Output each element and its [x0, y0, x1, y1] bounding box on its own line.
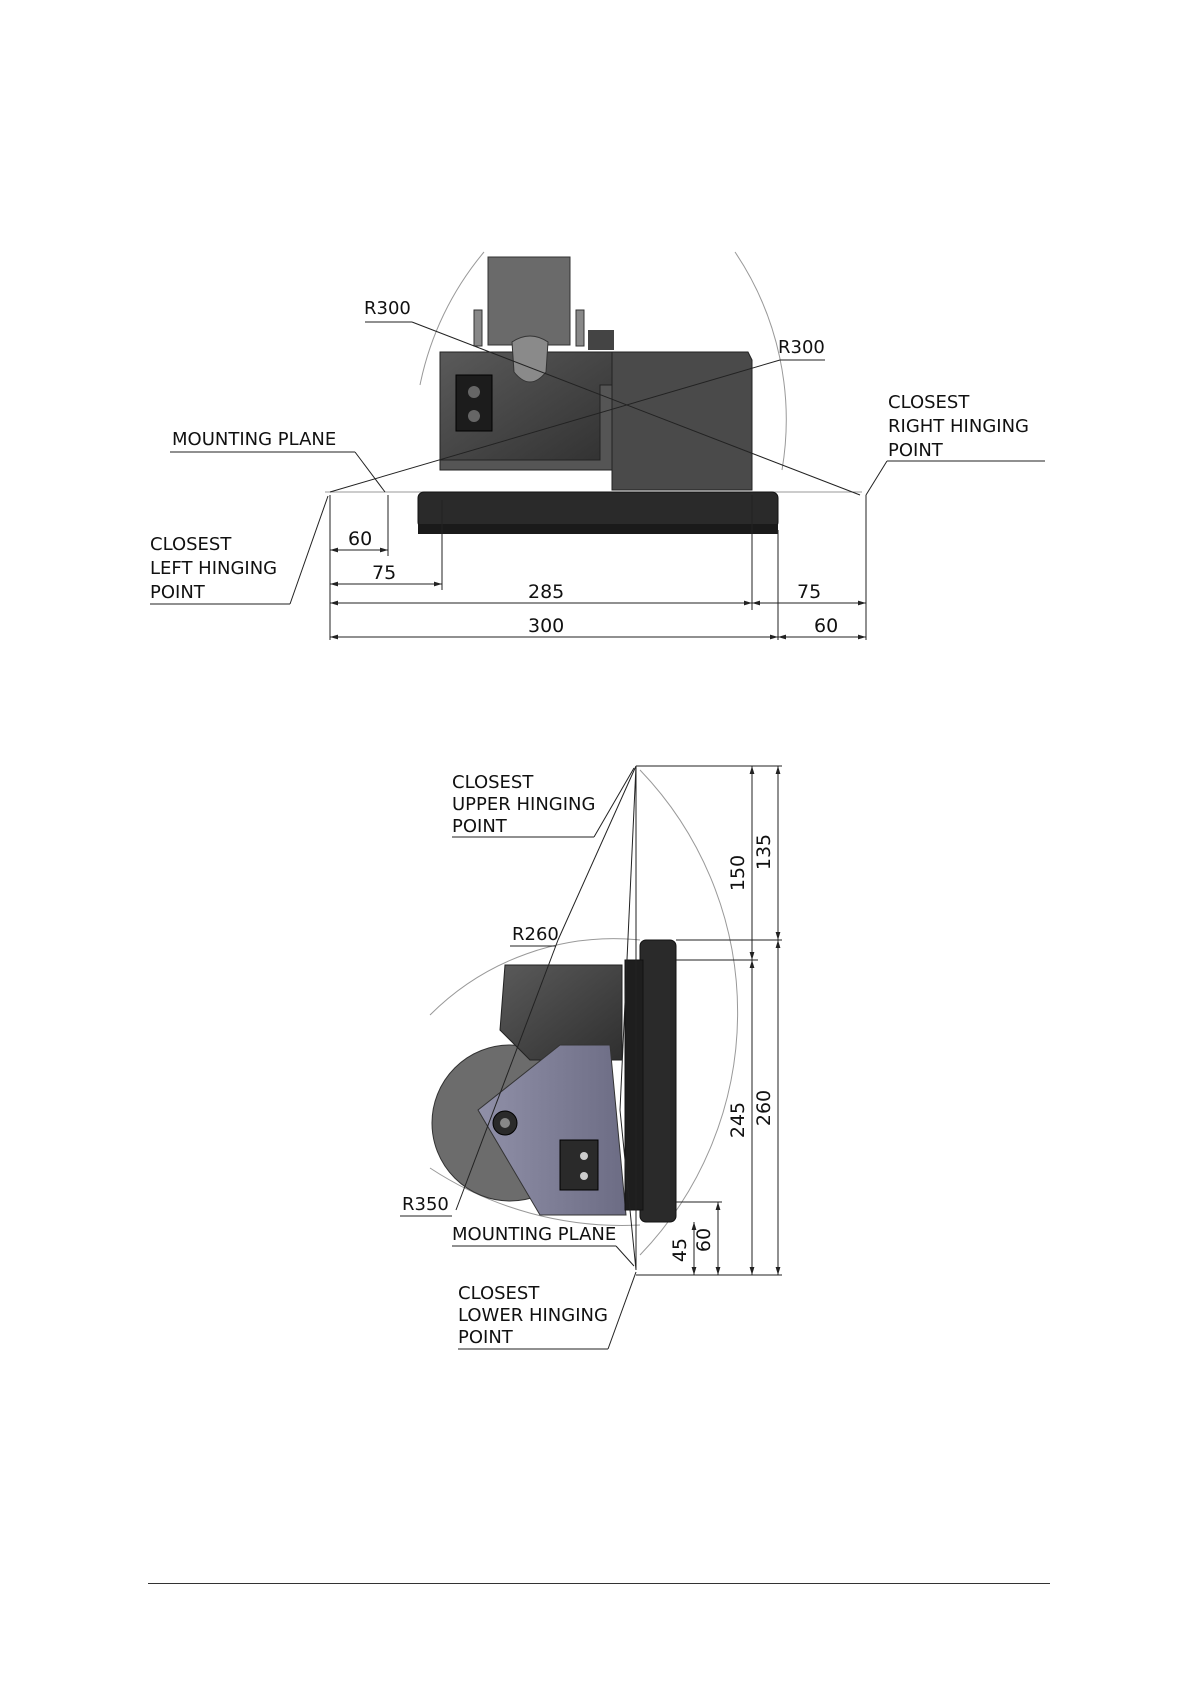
dim-285: 285: [528, 581, 564, 603]
dim-300: 300: [528, 615, 564, 637]
mounting-plane-label-side: MOUNTING PLANE: [452, 1224, 616, 1245]
lower-hinge-label-2: LOWER HINGING: [458, 1305, 608, 1326]
dim-260: 260: [753, 1090, 775, 1126]
upper-hinge-label-2: UPPER HINGING: [452, 794, 595, 815]
dim-75-right: 75: [797, 581, 821, 603]
dim-60-right: 60: [814, 615, 838, 637]
dim-60-left: 60: [348, 528, 372, 550]
dim-45: 45: [669, 1238, 691, 1262]
side-view: R260 R350 CLOSEST UPPER HINGING POINT MO…: [400, 766, 782, 1349]
left-hinge-label-3: POINT: [150, 582, 206, 603]
upper-hinge-label-3: POINT: [452, 816, 508, 837]
r300-right-label: R300: [778, 337, 825, 358]
dim-150: 150: [727, 855, 749, 891]
right-hinge-label-1: CLOSEST: [888, 392, 970, 413]
left-hinge-label-1: CLOSEST: [150, 534, 232, 555]
printer-side-body: [432, 940, 676, 1222]
dim-60-side: 60: [693, 1228, 715, 1252]
top-view: R300 R300 MOUNTING PLANE CLOSEST RIGHT H…: [150, 252, 1045, 640]
right-hinge-label-3: POINT: [888, 440, 944, 461]
right-hinge-label-2: RIGHT HINGING: [888, 416, 1029, 437]
dim-75-left: 75: [372, 562, 396, 584]
dim-135: 135: [753, 834, 775, 870]
mounting-plane-label-top: MOUNTING PLANE: [172, 429, 336, 450]
dim-245: 245: [727, 1102, 749, 1138]
footer-rule: [148, 1583, 1050, 1584]
r300-left-label: R300: [364, 298, 411, 319]
lower-hinge-label-3: POINT: [458, 1327, 514, 1348]
printer-top-body: [418, 257, 778, 534]
upper-hinge-label-1: CLOSEST: [452, 772, 534, 793]
left-hinge-label-2: LEFT HINGING: [150, 558, 277, 579]
r350-label: R350: [402, 1194, 449, 1215]
lower-hinge-label-1: CLOSEST: [458, 1283, 540, 1304]
r260-label: R260: [512, 924, 559, 945]
